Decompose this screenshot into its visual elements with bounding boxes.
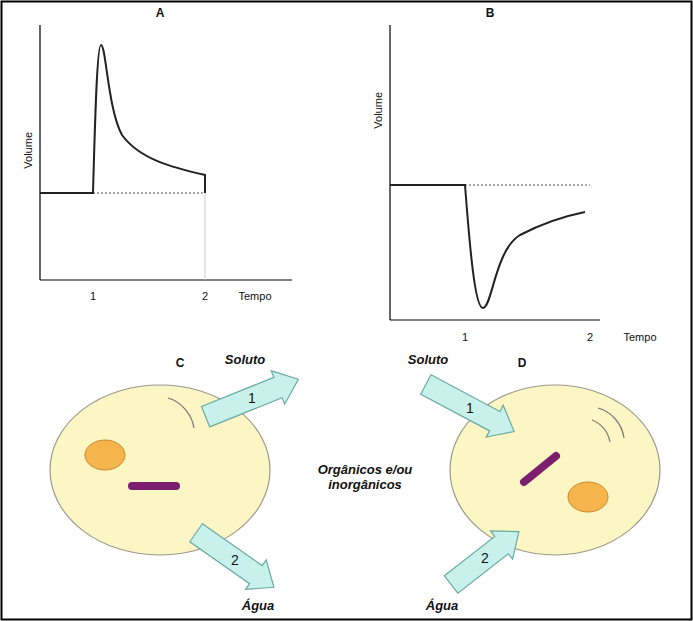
- flow-arrow: 1: [192, 348, 312, 448]
- organelle: [524, 456, 556, 482]
- tick-label: 2: [202, 290, 208, 303]
- baseline: [93, 193, 205, 194]
- flow-number: 2: [481, 551, 489, 565]
- arrow-outline: [186, 518, 284, 602]
- organelle: [132, 482, 176, 490]
- axis-label: Tempo: [238, 290, 271, 303]
- tick-label: 1: [90, 290, 96, 303]
- flow-label: Soluto: [225, 353, 265, 368]
- arrow-outline: [417, 369, 522, 448]
- flow-arrow: 2: [425, 508, 545, 608]
- panel-letter: C: [176, 357, 185, 371]
- flow-arrow: 1: [410, 358, 530, 458]
- arrow-outline: [440, 517, 530, 598]
- note-text: Orgânicos e/ou inorgânicos: [305, 463, 425, 493]
- flow-label: Água: [426, 599, 459, 614]
- y-axis: [39, 25, 40, 280]
- axis-label: Tempo: [623, 331, 656, 344]
- tick-label: 1: [462, 331, 468, 344]
- panel-letter: A: [156, 7, 165, 21]
- x-axis: [40, 279, 292, 280]
- panel-letter: D: [518, 357, 527, 371]
- flow-number: 2: [231, 553, 239, 567]
- arrow-outline: [199, 363, 305, 434]
- membrane-fold: [598, 408, 624, 438]
- axis-label: Volume: [372, 92, 385, 129]
- flow-number: 1: [466, 401, 474, 415]
- volume-curve: [40, 45, 205, 193]
- membrane-fold: [168, 398, 194, 428]
- panel-letter: B: [486, 7, 495, 21]
- flow-label: Água: [242, 599, 275, 614]
- tick-label: 2: [587, 331, 593, 344]
- axis-label: Volume: [22, 132, 35, 169]
- baseline: [465, 185, 590, 186]
- membrane-fold: [592, 420, 610, 442]
- nucleus: [568, 482, 608, 512]
- flow-label: Soluto: [408, 353, 448, 368]
- tick-line: [205, 193, 206, 280]
- flow-arrow: 2: [175, 510, 295, 610]
- y-axis: [389, 25, 390, 320]
- nucleus: [85, 440, 125, 470]
- flow-number: 1: [248, 391, 256, 405]
- volume-curve: [390, 185, 585, 308]
- x-axis: [390, 319, 600, 320]
